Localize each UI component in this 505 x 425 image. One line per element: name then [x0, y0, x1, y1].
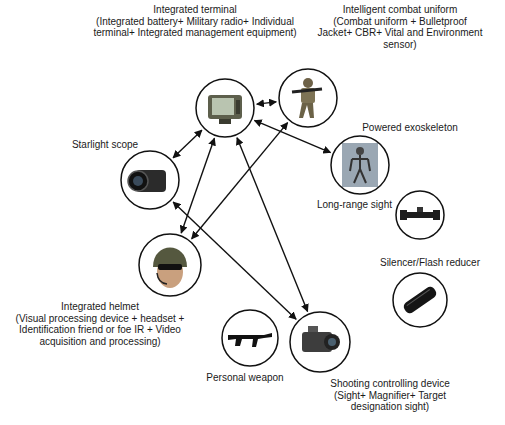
soldier-picture [292, 78, 322, 118]
node-title: Integrated helmet [8, 301, 193, 313]
node-circle [331, 136, 389, 194]
connector-arrow [237, 138, 308, 312]
node-outline [289, 311, 351, 373]
node-title: Starlight scope [58, 139, 153, 151]
equipment-node: Integrated terminal(Integrated battery+ … [195, 78, 255, 138]
node-label: Shooting controlling device(Sight+ Magni… [315, 378, 465, 413]
device-lens-ring [324, 334, 340, 350]
node-title: Long-range sight [287, 199, 392, 211]
exoskeleton-picture [342, 143, 378, 187]
sight-tube [404, 212, 436, 218]
soldier-rifle [292, 89, 322, 92]
silencer-body [402, 285, 438, 315]
helmet-picture [153, 248, 187, 289]
starlight-scope-picture [128, 170, 166, 192]
equipment-node: Starlight scope [120, 150, 180, 210]
shooting-device-picture [302, 326, 340, 352]
exoskeleton-photo-ground [342, 143, 378, 187]
connector-arrow [257, 102, 276, 104]
equipment-node: Shooting controlling device(Sight+ Magni… [289, 311, 351, 373]
exoskeleton-head [356, 147, 364, 155]
node-circle [290, 312, 350, 372]
rifle-picture [228, 333, 272, 347]
terminal-body [208, 95, 242, 119]
node-description: (Combat uniform + Bulletproof Jacket+ CB… [315, 16, 485, 51]
node-title: Personal weapon [195, 372, 295, 384]
sight-objective [433, 210, 440, 220]
silencer-picture [402, 285, 438, 315]
helmet-microphone [157, 273, 167, 284]
equipment-node: Silencer/Flash reducer [392, 272, 448, 328]
node-title: Intelligent combat uniform [315, 4, 485, 16]
node-circle [139, 234, 201, 296]
scope-eyepiece [128, 171, 148, 191]
node-outline [330, 135, 390, 195]
connector-arrow [192, 123, 288, 239]
node-description: (Sight+ Magnifier+ Target designation si… [315, 390, 465, 413]
node-label: Integrated helmet(Visual processing devi… [8, 301, 193, 347]
node-title: Silencer/Flash reducer [368, 257, 493, 269]
node-label: Personal weapon [195, 372, 295, 384]
node-outline [395, 190, 445, 240]
soldier-legs [299, 103, 314, 118]
equipment-node: Integrated helmet(Visual processing devi… [138, 233, 202, 297]
sight-eyepiece [400, 210, 407, 220]
node-label: Long-range sight [287, 199, 392, 211]
terminal-battery [219, 119, 231, 124]
node-label: Starlight scope [58, 139, 153, 151]
connector-arrow [181, 138, 214, 233]
node-description: (Visual processing device + headset + Id… [8, 313, 193, 348]
equipment-node: Long-range sight [395, 190, 445, 240]
rifle-silhouette [228, 333, 272, 347]
node-circle [222, 310, 278, 366]
terminal-picture [208, 95, 242, 124]
scope-lens [133, 176, 143, 186]
long-range-sight-picture [400, 207, 440, 220]
device-laser [308, 326, 318, 332]
device-lens [328, 338, 336, 346]
node-outline [120, 150, 180, 210]
node-circle [393, 273, 447, 327]
node-outline [138, 233, 202, 297]
node-outline [221, 309, 279, 367]
node-title: Powered exoskeleton [353, 122, 468, 134]
node-label: Powered exoskeleton [353, 122, 468, 134]
node-circle [121, 151, 179, 209]
node-title: Shooting controlling device [315, 378, 465, 390]
terminal-radio [236, 100, 240, 114]
connector-arrow [173, 202, 296, 319]
equipment-node: Personal weapon [221, 309, 279, 367]
node-label: Silencer/Flash reducer [368, 257, 493, 269]
helmet-goggles [158, 264, 182, 270]
node-title: Integrated terminal [85, 4, 305, 16]
node-circle [279, 69, 337, 127]
exoskeleton-frame [350, 155, 370, 183]
node-circle [196, 79, 254, 137]
node-label: Integrated terminal(Integrated battery+ … [85, 4, 305, 39]
node-description: (Integrated battery+ Military radio+ Ind… [85, 16, 305, 39]
equipment-node: Powered exoskeleton [330, 135, 390, 195]
silencer-highlight [407, 290, 430, 306]
node-circle [396, 191, 444, 239]
node-outline [392, 272, 448, 328]
node-outline [195, 78, 255, 138]
terminal-screen [212, 98, 234, 115]
soldier-head [303, 78, 313, 88]
sight-turret [417, 207, 423, 212]
connector-arrow [173, 130, 202, 158]
equipment-node: Intelligent combat uniform(Combat unifor… [278, 68, 338, 128]
node-label: Intelligent combat uniform(Combat unifor… [315, 4, 485, 50]
node-outline [278, 68, 338, 128]
